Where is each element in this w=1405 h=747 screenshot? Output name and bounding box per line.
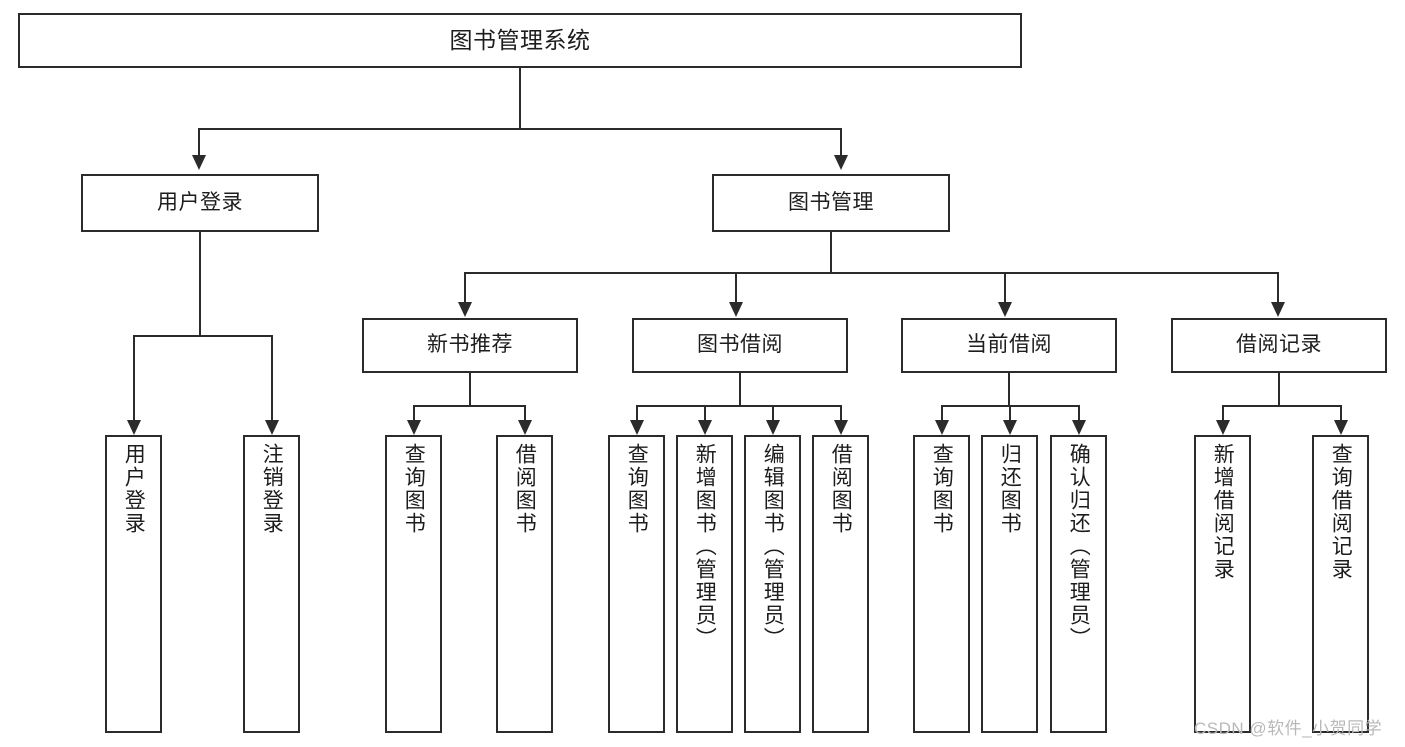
leaf-new-book-query-label: 查询图书 — [402, 443, 426, 535]
leaf-book-borrow-edit[interactable]: 编辑图书（管理员） — [744, 435, 801, 733]
leaf-borrow-record-query[interactable]: 查询借阅记录 — [1312, 435, 1369, 733]
connector-current-borrow-to-leaf-1 — [941, 405, 943, 420]
connector-root-bar — [198, 128, 841, 130]
connector-borrow-record-stem — [1278, 373, 1280, 405]
leaf-user-login-login[interactable]: 用户登录 — [105, 435, 162, 733]
connector-bm-to-borrow-record — [1277, 272, 1279, 302]
arrowhead-bm-to-current-borrow — [998, 302, 1012, 317]
node-book-management-label: 图书管理 — [788, 190, 874, 214]
leaf-book-borrow-query[interactable]: 查询图书 — [608, 435, 665, 733]
connector-book-borrow-to-leaf-3 — [772, 405, 774, 420]
leaf-new-book-query[interactable]: 查询图书 — [385, 435, 442, 733]
arrowhead-book-borrow-to-leaf-1 — [630, 420, 644, 435]
leaf-book-borrow-add[interactable]: 新增图书（管理员） — [676, 435, 733, 733]
connector-root-stem — [519, 68, 521, 128]
connector-current-borrow-to-leaf-3 — [1078, 405, 1080, 420]
node-root-book-management-system[interactable]: 图书管理系统 — [18, 13, 1022, 68]
node-book-management[interactable]: 图书管理 — [712, 174, 950, 232]
connector-borrow-record-bar — [1222, 405, 1341, 407]
connector-book-borrow-bar — [636, 405, 841, 407]
leaf-borrow-record-query-label: 查询借阅记录 — [1329, 443, 1353, 581]
leaf-current-borrow-return-label: 归还图书 — [998, 443, 1022, 535]
connector-bm-to-book-borrow — [735, 272, 737, 302]
connector-new-book-to-leaf-1 — [413, 405, 415, 420]
leaf-new-book-borrow-label: 借阅图书 — [513, 443, 537, 535]
leaf-user-login-logout[interactable]: 注销登录 — [243, 435, 300, 733]
leaf-current-borrow-confirm-return-label: 确认归还（管理员） — [1067, 443, 1091, 650]
connector-user-login-stem — [199, 232, 201, 335]
connector-bm-to-new-book — [464, 272, 466, 302]
connector-book-borrow-to-leaf-2 — [704, 405, 706, 420]
node-borrow-record-label: 借阅记录 — [1236, 333, 1322, 357]
leaf-book-borrow-query-label: 查询图书 — [625, 443, 649, 535]
leaf-current-borrow-query[interactable]: 查询图书 — [913, 435, 970, 733]
connector-current-borrow-stem — [1008, 373, 1010, 405]
arrowhead-borrow-record-to-leaf-1 — [1216, 420, 1230, 435]
arrowhead-current-borrow-to-leaf-1 — [935, 420, 949, 435]
leaf-book-borrow-borrow[interactable]: 借阅图书 — [812, 435, 869, 733]
leaf-borrow-record-add[interactable]: 新增借阅记录 — [1194, 435, 1251, 733]
connector-book-borrow-to-leaf-4 — [840, 405, 842, 420]
connector-book-borrow-stem — [739, 373, 741, 405]
leaf-current-borrow-confirm-return[interactable]: 确认归还（管理员） — [1050, 435, 1107, 733]
arrowhead-root-to-user-login — [192, 155, 206, 170]
arrowhead-root-to-book-management — [834, 155, 848, 170]
arrowhead-current-borrow-to-leaf-3 — [1072, 420, 1086, 435]
connector-new-book-stem — [469, 373, 471, 405]
leaf-user-login-logout-label: 注销登录 — [260, 443, 284, 535]
leaf-borrow-record-add-label: 新增借阅记录 — [1211, 443, 1235, 581]
node-borrow-record[interactable]: 借阅记录 — [1171, 318, 1387, 373]
arrowhead-bm-to-book-borrow — [729, 302, 743, 317]
leaf-user-login-login-label: 用户登录 — [122, 443, 146, 535]
leaf-book-borrow-edit-label: 编辑图书（管理员） — [761, 443, 785, 650]
connector-borrow-record-to-leaf-2 — [1340, 405, 1342, 420]
connector-borrow-record-to-leaf-1 — [1222, 405, 1224, 420]
node-book-borrow-label: 图书借阅 — [697, 333, 783, 357]
connector-root-to-book-management — [840, 128, 842, 155]
arrowhead-book-borrow-to-leaf-2 — [698, 420, 712, 435]
arrowhead-book-borrow-to-leaf-3 — [766, 420, 780, 435]
connector-book-management-bar — [464, 272, 1279, 274]
arrowhead-new-book-to-leaf-2 — [518, 420, 532, 435]
connector-user-login-to-leaf-1 — [133, 335, 135, 420]
arrowhead-bm-to-borrow-record — [1271, 302, 1285, 317]
node-new-book-recommend[interactable]: 新书推荐 — [362, 318, 578, 373]
arrowhead-bm-to-new-book — [458, 302, 472, 317]
arrowhead-user-login-to-leaf-1 — [127, 420, 141, 435]
leaf-current-borrow-query-label: 查询图书 — [930, 443, 954, 535]
arrowhead-book-borrow-to-leaf-4 — [834, 420, 848, 435]
arrowhead-new-book-to-leaf-1 — [407, 420, 421, 435]
node-root-label: 图书管理系统 — [449, 27, 591, 54]
connector-user-login-bar — [133, 335, 272, 337]
leaf-book-borrow-add-label: 新增图书（管理员） — [693, 443, 717, 650]
node-new-book-recommend-label: 新书推荐 — [427, 333, 513, 357]
leaf-book-borrow-borrow-label: 借阅图书 — [829, 443, 853, 535]
connector-bm-to-current-borrow — [1004, 272, 1006, 302]
node-user-login-label: 用户登录 — [157, 190, 243, 214]
leaf-new-book-borrow[interactable]: 借阅图书 — [496, 435, 553, 733]
connector-user-login-to-leaf-2 — [271, 335, 273, 420]
connector-new-book-bar — [413, 405, 525, 407]
connector-root-to-user-login — [198, 128, 200, 155]
node-current-borrow-label: 当前借阅 — [966, 333, 1052, 357]
connector-book-management-stem — [830, 232, 832, 272]
connector-new-book-to-leaf-2 — [524, 405, 526, 420]
arrowhead-user-login-to-leaf-2 — [265, 420, 279, 435]
node-book-borrow[interactable]: 图书借阅 — [632, 318, 848, 373]
arrowhead-borrow-record-to-leaf-2 — [1334, 420, 1348, 435]
node-user-login[interactable]: 用户登录 — [81, 174, 319, 232]
arrowhead-current-borrow-to-leaf-2 — [1003, 420, 1017, 435]
node-current-borrow[interactable]: 当前借阅 — [901, 318, 1117, 373]
connector-book-borrow-to-leaf-1 — [636, 405, 638, 420]
leaf-current-borrow-return[interactable]: 归还图书 — [981, 435, 1038, 733]
connector-current-borrow-to-leaf-2 — [1009, 405, 1011, 420]
